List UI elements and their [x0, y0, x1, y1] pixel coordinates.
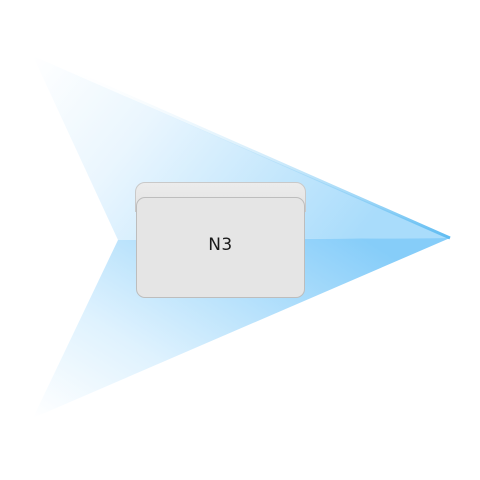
- device-box: N3: [135, 182, 306, 298]
- beam-edge: [59, 64, 451, 240]
- device-face: N3: [136, 197, 305, 298]
- device-label: N3: [208, 234, 233, 255]
